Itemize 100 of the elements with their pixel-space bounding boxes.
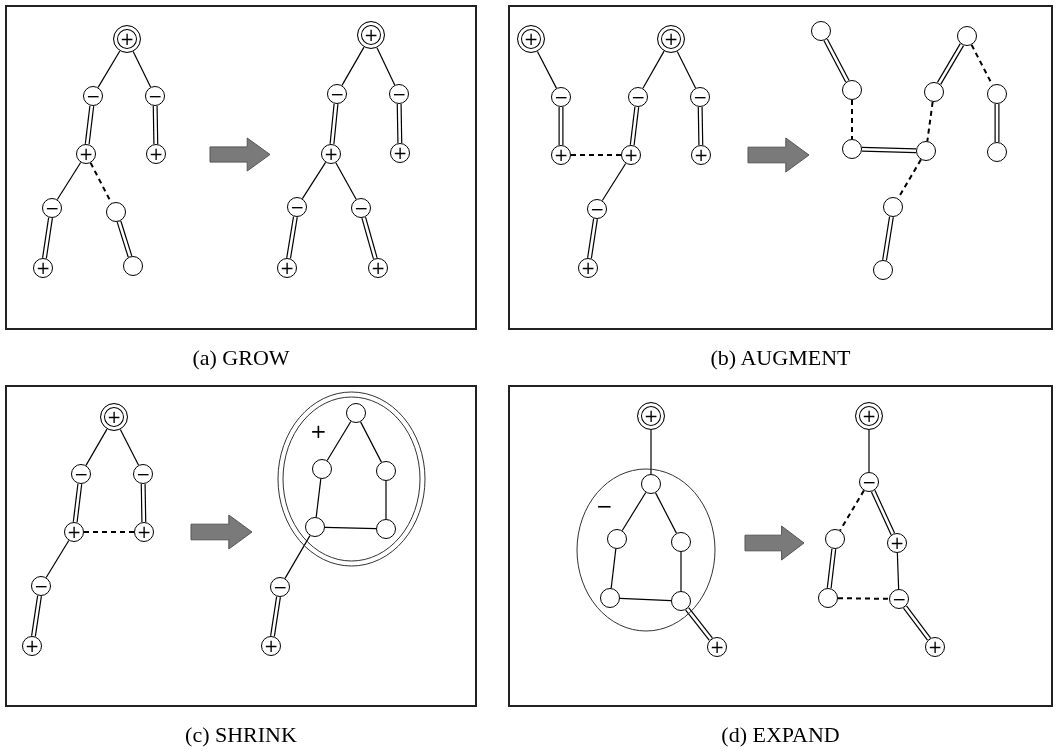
double-line-edge	[558, 107, 564, 145]
vertex-circle: +	[261, 636, 281, 656]
root-vertex-circle: +	[637, 402, 665, 430]
vertex-circle	[987, 142, 1007, 162]
double-line-edge	[870, 490, 896, 535]
edge-line	[619, 597, 672, 602]
edge-line	[680, 551, 682, 592]
edge-line	[536, 50, 557, 89]
vertex-circle: +	[887, 533, 907, 553]
vertex-circle	[842, 80, 862, 100]
edge-line	[655, 492, 677, 534]
vertex-circle	[607, 529, 627, 549]
double-line-edge	[152, 105, 159, 145]
double-line-edge	[329, 103, 339, 145]
double-line-edge	[697, 106, 704, 146]
double-line-edge	[31, 595, 42, 637]
vertex-circle: +	[621, 145, 641, 165]
double-line-edge	[903, 605, 931, 641]
edge-line	[360, 421, 382, 463]
double-line-edge	[882, 216, 894, 261]
blossom-label: −	[596, 494, 613, 518]
double-line-edge	[116, 220, 133, 258]
vertex-circle	[600, 588, 620, 608]
vertex-circle: −	[31, 576, 51, 596]
double-line-edge	[994, 104, 1000, 142]
vertex-circle	[123, 256, 143, 276]
dashed-edge	[570, 154, 622, 156]
dashed-edge	[839, 489, 865, 532]
double-line-edge	[270, 596, 281, 637]
vertex-circle: −	[287, 197, 307, 217]
vertex-circle	[818, 588, 838, 608]
vertex-circle	[811, 21, 831, 41]
edge-line	[45, 539, 70, 579]
double-line-edge	[629, 106, 640, 146]
edge-line	[650, 429, 652, 475]
vertex-circle: −	[587, 199, 607, 219]
panel-caption: (c) SHRINK	[184, 721, 298, 749]
vertex-circle	[873, 260, 893, 280]
vertex-circle: +	[321, 144, 341, 164]
vertex-circle: +	[64, 522, 84, 542]
edge-line	[119, 428, 140, 466]
vertex-circle: +	[691, 145, 711, 165]
edge-line	[301, 161, 327, 200]
edge-line	[326, 420, 352, 462]
dashed-edge	[837, 597, 890, 600]
vertex-circle: +	[277, 258, 297, 278]
edge-line	[56, 161, 82, 201]
vertex-circle: +	[146, 144, 166, 164]
vertex-circle	[641, 474, 661, 494]
root-vertex-circle: +	[517, 25, 545, 53]
double-line-edge	[396, 103, 403, 144]
vertex-circle: −	[133, 464, 153, 484]
edge-line	[676, 50, 697, 89]
vertex-circle	[987, 84, 1007, 104]
double-line-edge	[140, 483, 147, 523]
double-line-edge	[42, 217, 53, 259]
vertex-circle: +	[134, 522, 154, 542]
edge-line	[315, 478, 322, 518]
root-vertex-circle: +	[100, 403, 128, 431]
vertex-circle	[883, 197, 903, 217]
vertex-circle: −	[351, 198, 371, 218]
panel-caption: (a) GROW	[191, 344, 291, 372]
edge-line	[284, 535, 311, 579]
vertex-circle: +	[551, 145, 571, 165]
root-vertex-circle: +	[113, 25, 141, 53]
vertex-circle: −	[389, 84, 409, 104]
vertex-circle	[671, 591, 691, 611]
double-line-edge	[936, 43, 965, 85]
edge-line	[376, 47, 396, 86]
edge-line	[896, 552, 900, 590]
vertex-circle	[671, 532, 691, 552]
vertex-circle: +	[33, 258, 53, 278]
double-line-edge	[861, 146, 917, 154]
edge-line	[601, 162, 627, 202]
vertex-circle: −	[71, 464, 91, 484]
vertex-circle	[106, 202, 126, 222]
double-line-edge	[84, 105, 95, 145]
edge-line	[324, 526, 377, 530]
vertex-circle: +	[707, 637, 727, 657]
panel-caption: (d) EXPAND	[720, 721, 841, 749]
edge-line	[97, 50, 121, 88]
vertex-circle	[916, 141, 936, 161]
root-vertex-circle: +	[357, 21, 385, 49]
edge-line	[341, 46, 365, 86]
edge-line	[868, 429, 870, 473]
vertex-circle: +	[22, 636, 42, 656]
dashed-edge	[926, 100, 934, 143]
edge-line	[335, 162, 357, 200]
vertex-circle: −	[889, 589, 909, 609]
edge-line	[610, 548, 617, 589]
vertex-circle	[924, 82, 944, 102]
panel-caption: (b) AUGMENT	[709, 344, 852, 372]
vertex-circle: +	[368, 258, 388, 278]
dashed-edge	[851, 99, 853, 140]
edge-line	[385, 480, 387, 520]
vertex-circle: −	[551, 87, 571, 107]
vertex-circle: +	[76, 144, 96, 164]
vertex-circle: +	[578, 258, 598, 278]
edge-line	[132, 50, 152, 88]
double-line-edge	[587, 218, 598, 259]
